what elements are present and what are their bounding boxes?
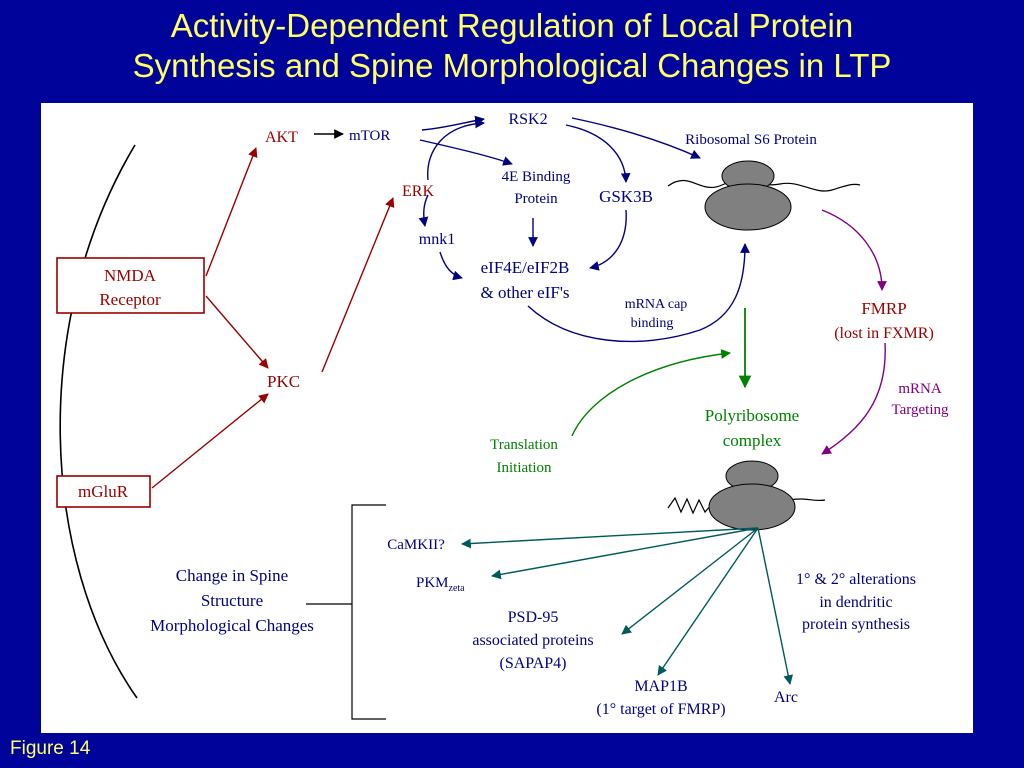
- label-map1b-2: (1° target of FMRP): [596, 701, 725, 718]
- label-alterations-1: 1° & 2° alterations: [796, 571, 916, 588]
- label-camkii: CaMKII?: [387, 537, 445, 553]
- ribosome-large-subunit-top: [704, 183, 792, 231]
- label-pkc: PKC: [267, 372, 300, 391]
- mglur-box: [56, 475, 151, 508]
- arrow-ribosome-fmrp: [821, 209, 887, 291]
- slide-title: Activity-Dependent Regulation of Local P…: [0, 6, 1024, 86]
- label-4e-binding-1: 4E Binding: [502, 169, 571, 185]
- figure-caption: Figure 14: [10, 738, 91, 759]
- label-mglur: mGluR: [78, 482, 129, 501]
- label-mnk1: mnk1: [419, 231, 455, 248]
- label-alterations-2: in dendritic: [819, 594, 892, 611]
- label-fmrp-sub: (lost in FXMR): [834, 325, 934, 342]
- arrow-erk-rsk2: [427, 118, 485, 181]
- label-mrna-cap-2: binding: [631, 316, 674, 331]
- label-pkm-sub: zeta: [449, 583, 466, 594]
- label-translation-1: Translation: [490, 437, 558, 453]
- label-arc: Arc: [774, 689, 798, 706]
- label-erk: ERK: [402, 183, 434, 200]
- label-map1b-1: MAP1B: [634, 678, 687, 695]
- label-spine-3: Morphological Changes: [150, 616, 314, 635]
- label-spine-1: Change in Spine: [176, 566, 288, 585]
- slide-title-line-1: Activity-Dependent Regulation of Local P…: [170, 7, 854, 44]
- label-fmrp: FMRP: [861, 299, 906, 318]
- arrow-out-psd95: [621, 527, 759, 635]
- label-alterations-3: protein synthesis: [802, 616, 910, 633]
- label-akt: AKT: [265, 129, 298, 146]
- label-psd95-1: PSD-95: [508, 609, 559, 626]
- label-psd95-2: associated proteins: [472, 632, 593, 649]
- mrna-strand-top: [667, 179, 861, 192]
- ribosome-large-subunit-bottom: [708, 483, 796, 531]
- label-eif-1: eIF4E/eIF2B: [481, 258, 570, 277]
- arrow-nmda-akt: [205, 147, 258, 277]
- arrow-out-arc: [757, 527, 794, 685]
- label-eif-2: & other eIF's: [481, 283, 570, 302]
- label-mrna-cap-1: mRNA cap: [625, 297, 688, 312]
- nmda-receptor-box: [56, 257, 205, 314]
- label-nmda-2: Receptor: [99, 290, 161, 309]
- label-pkm: PKMzeta: [416, 575, 465, 594]
- arrow-mtor-4e-binding: [419, 139, 513, 166]
- slide-title-line-2: Synthesis and Spine Morphological Change…: [132, 47, 892, 84]
- label-rsk2: RSK2: [508, 111, 547, 128]
- label-mrna-targeting-1: mRNA: [898, 381, 942, 397]
- label-4e-binding-2: Protein: [514, 191, 558, 207]
- arrow-cap-binding-ribosome: [527, 243, 750, 343]
- arrow-out-pkm: [491, 527, 759, 580]
- arrow-out-map1b: [657, 527, 759, 676]
- diagram-panel: AKT ERK NMDA Receptor PKC mGluR FMRP (lo…: [41, 103, 973, 733]
- arrow-gsk3b-eif: [589, 209, 627, 271]
- arrow-fmrp-polyribosome: [821, 342, 886, 455]
- label-nmda-1: NMDA: [104, 266, 157, 285]
- arrow-rsk2-gsk3b: [565, 124, 631, 183]
- arrow-rsk2-ribosomal-s6: [571, 117, 701, 159]
- arrow-mglur-pkc: [151, 393, 269, 489]
- membrane-curve: [59, 144, 138, 699]
- arrow-translation-initiation: [571, 349, 731, 437]
- arrow-out-camkii: [461, 527, 759, 549]
- label-polyribosome-1: Polyribosome: [705, 406, 799, 425]
- label-spine-2: Structure: [201, 591, 263, 610]
- label-translation-2: Initiation: [497, 460, 552, 476]
- label-polyribosome-2: complex: [723, 431, 782, 450]
- label-mrna-targeting-2: Targeting: [892, 402, 949, 418]
- spine-bracket: [351, 504, 386, 720]
- arrow-nmda-pkc: [205, 295, 269, 369]
- arrow-pkc-erk: [321, 197, 395, 373]
- label-mtor: mTOR: [349, 128, 390, 144]
- label-pkm-main: PKM: [416, 575, 449, 591]
- label-ribosomal-s6: Ribosomal S6 Protein: [685, 132, 817, 148]
- label-psd95-3: (SAPAP4): [500, 655, 567, 672]
- label-gsk3b: GSK3B: [599, 187, 653, 206]
- arrow-mnk1-eif: [439, 251, 463, 281]
- pathway-diagram: AKT ERK NMDA Receptor PKC mGluR FMRP (lo…: [56, 111, 949, 720]
- arrow-erk-mnk1: [418, 194, 429, 227]
